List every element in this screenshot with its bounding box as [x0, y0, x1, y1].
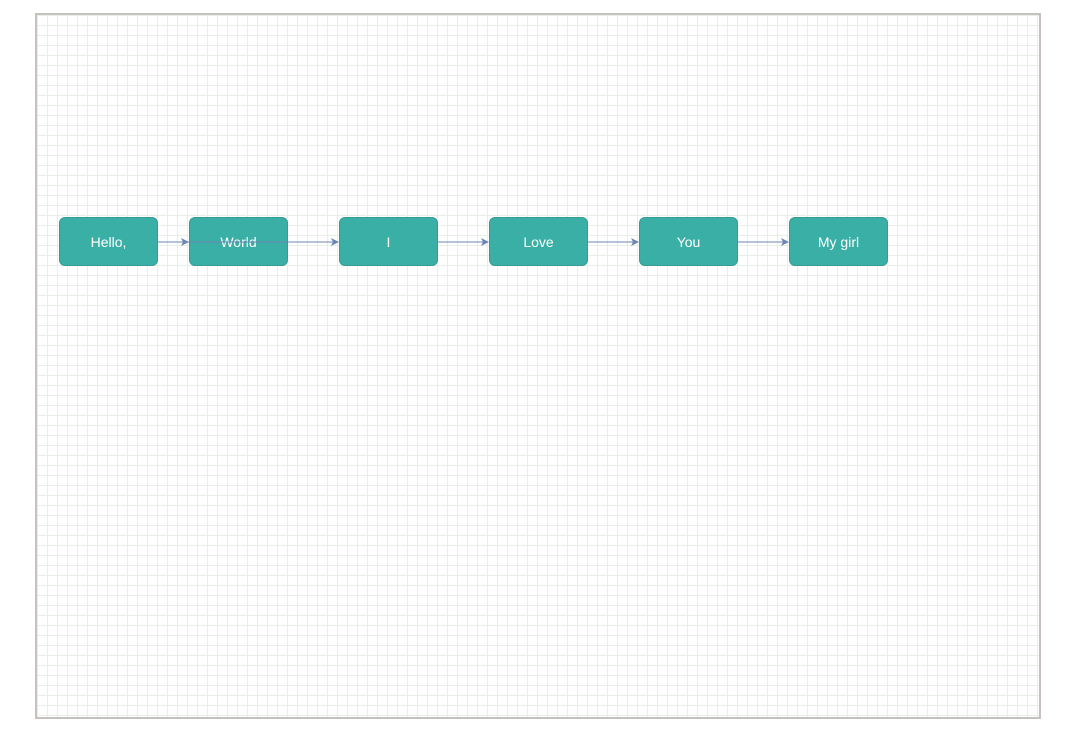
diagram-canvas[interactable]: Hello, World I Love You My girl — [35, 13, 1041, 719]
node-i[interactable]: I — [339, 217, 438, 266]
node-my-girl[interactable]: My girl — [789, 217, 888, 266]
node-you[interactable]: You — [639, 217, 738, 266]
node-love[interactable]: Love — [489, 217, 588, 266]
node-hello[interactable]: Hello, — [59, 217, 158, 266]
node-world[interactable]: World — [189, 217, 288, 266]
edges-layer — [158, 238, 789, 246]
